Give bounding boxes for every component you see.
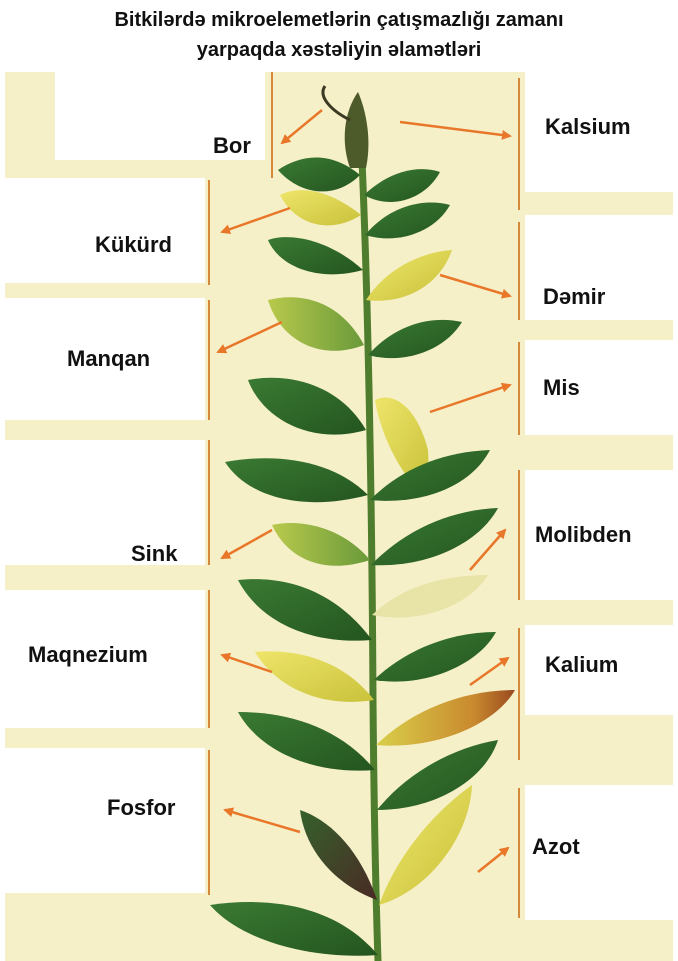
- label-molibden: Molibden: [535, 522, 632, 548]
- label-azot: Azot: [532, 834, 580, 860]
- label-fosfor: Fosfor: [107, 795, 175, 821]
- label-kalsium: Kalsium: [545, 114, 631, 140]
- diagram-title-line-2: yarpaqda xəstəliyin əlamətləri: [0, 38, 678, 62]
- label-manqan: Manqan: [67, 346, 150, 372]
- label-demir: Dəmir: [543, 284, 605, 310]
- label-kukurd: Kükürd: [95, 232, 172, 258]
- label-kalium: Kalium: [545, 652, 618, 678]
- label-maqnezium: Maqnezium: [28, 642, 148, 668]
- label-bor: Bor: [213, 133, 251, 159]
- diagram-title-line-1: Bitkilərdə mikroelemetlərin çatışmazlığı…: [0, 8, 678, 32]
- label-box-kukurd: [5, 178, 205, 283]
- label-mis: Mis: [543, 375, 580, 401]
- label-sink: Sink: [131, 541, 177, 567]
